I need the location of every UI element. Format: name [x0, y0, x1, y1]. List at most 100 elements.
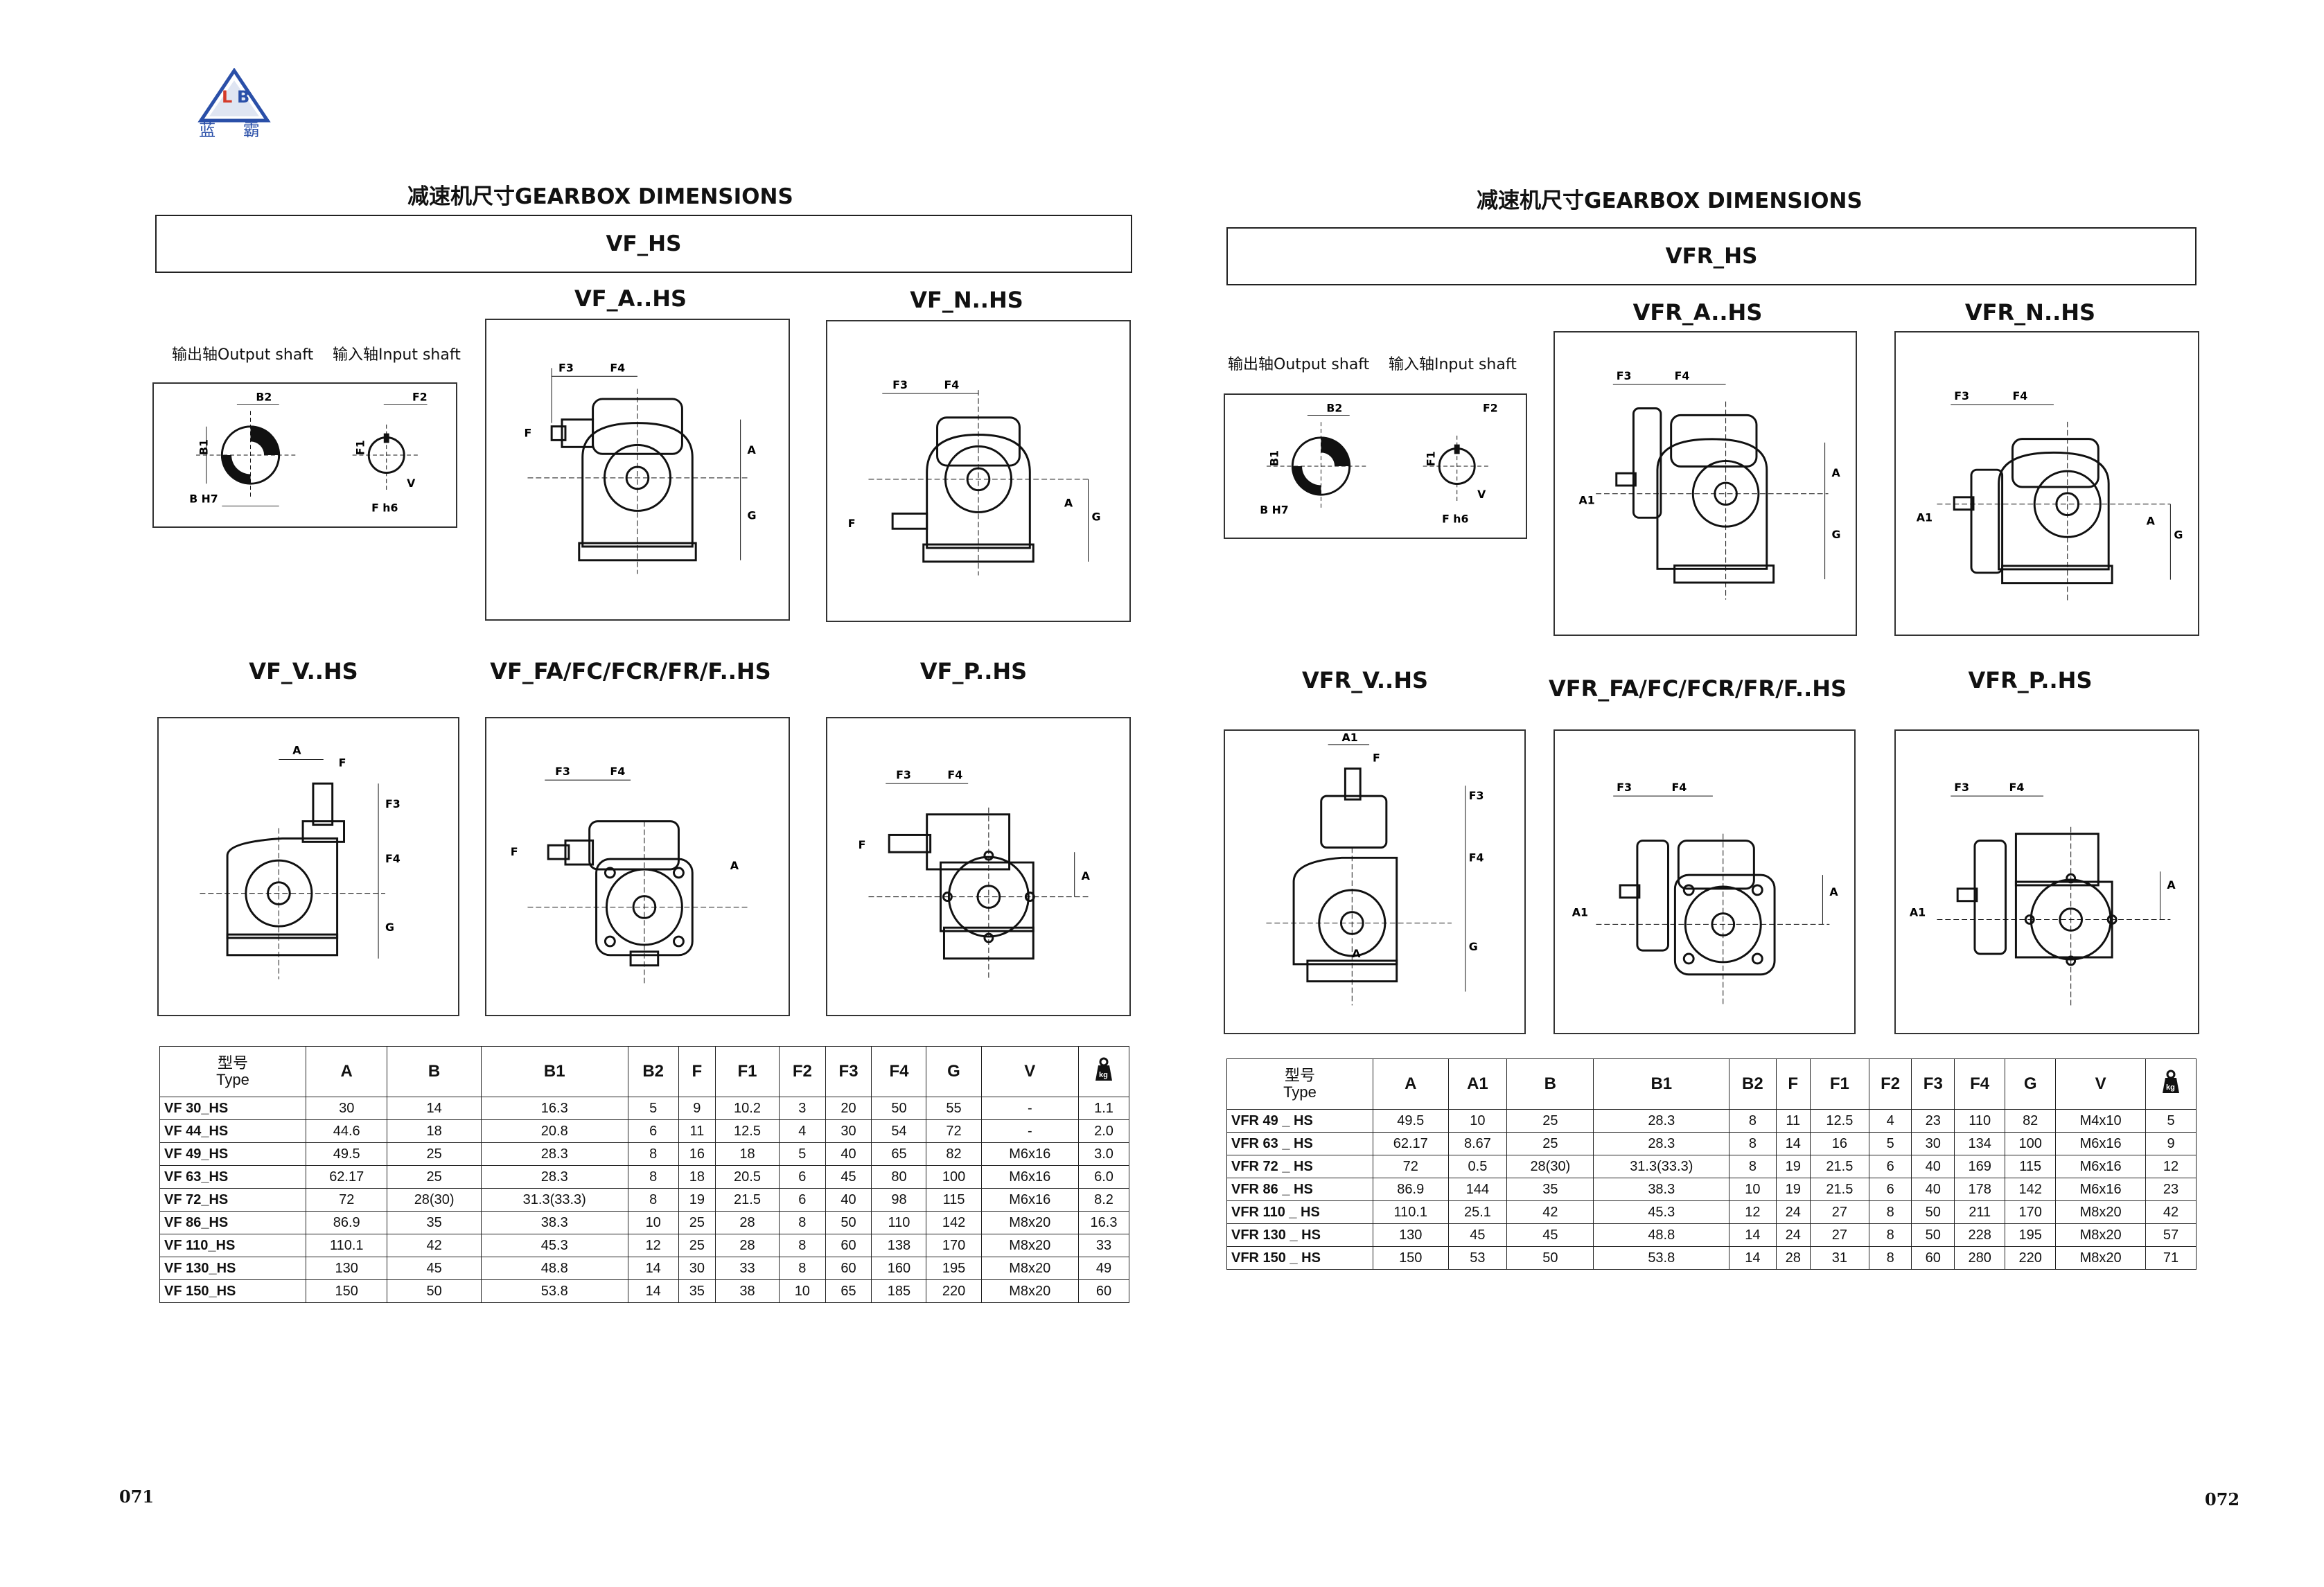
- svg-text:F: F: [848, 517, 856, 530]
- row-cell: 8: [627, 1165, 679, 1189]
- row-cell: 142: [926, 1211, 982, 1234]
- header-b2: B2: [627, 1046, 679, 1097]
- row-cell: M6x16: [2055, 1132, 2146, 1155]
- dim-f1: F1: [353, 440, 367, 455]
- row-cell: 50: [1911, 1200, 1955, 1224]
- drawing-panel-v: A F F3 F4 G: [157, 717, 459, 1016]
- row-cell: M6x16: [2055, 1155, 2146, 1178]
- row-cell: 10: [1729, 1178, 1777, 1201]
- row-cell: 12.5: [715, 1119, 780, 1143]
- view-title-right-a: VFR_A..HS: [1632, 299, 1763, 326]
- row-cell: 9: [678, 1097, 716, 1120]
- drawing-panel-p: F3 F4 F A: [826, 717, 1131, 1016]
- header-f2: F2: [778, 1046, 826, 1097]
- row-cell: 19: [678, 1188, 716, 1212]
- row-cell: 130: [1373, 1223, 1449, 1247]
- dim-g: G: [748, 508, 757, 522]
- header-g: G: [926, 1046, 982, 1097]
- row-cell: 30: [678, 1257, 716, 1280]
- row-cell: 45.3: [480, 1234, 628, 1257]
- section-title-right: 减速机尺寸GEARBOX DIMENSIONS: [1477, 188, 1863, 213]
- svg-text:F3: F3: [896, 768, 911, 781]
- header-f1-right: F1: [1809, 1058, 1869, 1110]
- row-type: VF 63_HS: [159, 1165, 306, 1189]
- weight-icon-right: kg: [2145, 1058, 2197, 1110]
- row-cell: 72: [926, 1119, 982, 1143]
- row-cell: 25: [678, 1234, 716, 1257]
- svg-text:F4: F4: [944, 378, 959, 391]
- svg-text:F3: F3: [555, 765, 570, 778]
- view-title-v: VF_V..HS: [249, 658, 358, 684]
- row-cell: M6x16: [980, 1188, 1080, 1212]
- shaft-section-panel-right: B2 B1 B H7 F2 F1 V F h6: [1224, 393, 1527, 539]
- svg-text:A1: A1: [1910, 906, 1926, 919]
- row-cell: 6: [627, 1119, 679, 1143]
- gearbox-drawing-right-a: F3 F4 A1 A G: [1579, 369, 1840, 600]
- row-type: VF 49_HS: [159, 1142, 306, 1166]
- dim-a: A: [748, 443, 757, 456]
- row-cell: 19: [1775, 1178, 1811, 1201]
- row-cell: 11: [678, 1119, 716, 1143]
- brand-logo: L B: [195, 67, 273, 144]
- row-cell: 6: [1868, 1155, 1912, 1178]
- row-cell: 14: [627, 1257, 679, 1280]
- row-cell: 6: [778, 1165, 826, 1189]
- svg-text:A: A: [1082, 869, 1091, 883]
- drawing-panel-right-n: F3 F4 A1 A G: [1894, 331, 2199, 636]
- dim-b1: B1: [197, 439, 211, 455]
- row-cell: 54: [871, 1119, 927, 1143]
- svg-text:V: V: [1477, 488, 1486, 501]
- row-cell: 115: [2005, 1155, 2057, 1178]
- row-cell: 23: [2145, 1178, 2197, 1201]
- dim-bh7: B H7: [189, 493, 218, 506]
- row-cell: 19: [1775, 1155, 1811, 1178]
- svg-text:G: G: [2174, 528, 2183, 541]
- row-cell: 6: [778, 1188, 826, 1212]
- row-cell: 20: [825, 1097, 872, 1120]
- svg-text:B2: B2: [1326, 402, 1342, 415]
- row-cell: 8: [1729, 1155, 1777, 1178]
- header-v: V: [980, 1046, 1080, 1097]
- gearbox-drawing-a: F3 F4 F A G: [525, 361, 757, 574]
- svg-text:F: F: [339, 756, 346, 769]
- row-cell: M8x20: [2055, 1200, 2146, 1224]
- type-box: VF_HS: [155, 215, 1132, 273]
- row-cell: 27: [1809, 1200, 1869, 1224]
- row-cell: 160: [871, 1257, 927, 1280]
- row-cell: 8: [778, 1211, 826, 1234]
- row-cell: 72: [1373, 1155, 1449, 1178]
- svg-text:G: G: [1831, 528, 1840, 541]
- row-cell: 50: [387, 1279, 482, 1303]
- svg-text:F: F: [1373, 752, 1380, 765]
- header-b: B: [387, 1046, 482, 1097]
- row-cell: 18: [715, 1142, 780, 1166]
- row-cell: 62.17: [305, 1165, 388, 1189]
- drawing-panel-right-p: F3 F4 A1 A: [1894, 729, 2199, 1034]
- row-cell: 30: [1911, 1132, 1955, 1155]
- row-type: VFR 49 _ HS: [1226, 1109, 1373, 1133]
- row-cell: 8.2: [1078, 1188, 1129, 1212]
- row-cell: 60: [825, 1234, 872, 1257]
- row-cell: 50: [825, 1211, 872, 1234]
- svg-text:F3: F3: [892, 378, 908, 391]
- section-title: 减速机尺寸GEARBOX DIMENSIONS: [407, 184, 793, 209]
- row-cell: 110: [1954, 1109, 2006, 1133]
- row-cell: 80: [871, 1165, 927, 1189]
- row-cell: 21.5: [715, 1188, 780, 1212]
- gearbox-drawing-fa: F3 F4 F A: [511, 765, 748, 986]
- row-cell: 228: [1954, 1223, 2006, 1247]
- row-cell: 60: [825, 1257, 872, 1280]
- row-cell: 6: [1868, 1178, 1912, 1201]
- dim-f: F: [525, 426, 532, 439]
- svg-text:F3: F3: [1954, 389, 1969, 402]
- row-cell: 14: [627, 1279, 679, 1303]
- row-cell: 8: [627, 1142, 679, 1166]
- row-cell: 4: [778, 1119, 826, 1143]
- row-cell: 30: [825, 1119, 872, 1143]
